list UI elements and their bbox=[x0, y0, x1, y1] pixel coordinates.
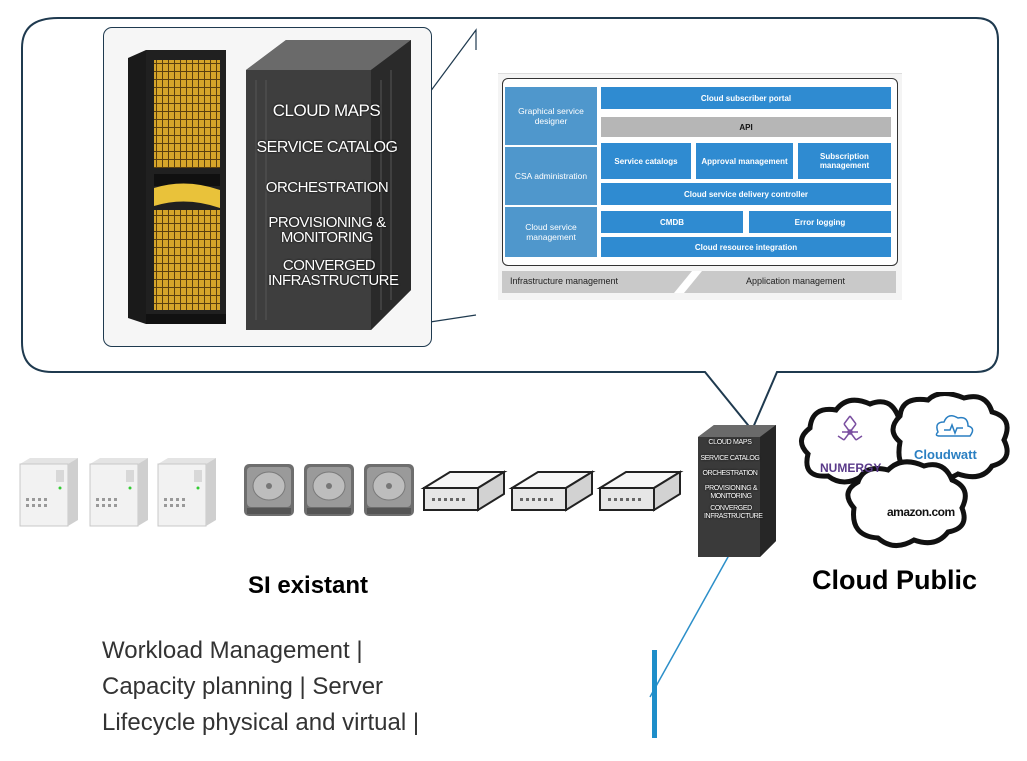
delivery-controller-bar: Cloud service delivery controller bbox=[601, 183, 891, 205]
mini-tower-layer-provisioning-monitoring: PROVISIONING & MONITORING bbox=[704, 485, 758, 500]
feature-text-block: Workload Management | Capacity planning … bbox=[102, 633, 419, 741]
stack-tower-image: CLOUD MAPS SERVICE CATALOG ORCHESTRATION… bbox=[246, 40, 411, 330]
cmdb-box: CMDB bbox=[601, 211, 743, 233]
server-icon bbox=[19, 458, 78, 527]
cloudwatt-logo: Cloudwatt bbox=[914, 447, 977, 462]
tower-layer-orchestration: ORCHESTRATION bbox=[265, 179, 389, 196]
mini-tower-layer-cloud-maps: CLOUD MAPS bbox=[708, 439, 752, 446]
api-bar: API bbox=[601, 117, 891, 137]
bubble-outline bbox=[21, 17, 999, 432]
si-existant-label: SI existant bbox=[248, 572, 369, 599]
left-col-cloud-service-management: Cloud service management bbox=[505, 207, 597, 257]
resource-integration-bar: Cloud resource integration bbox=[601, 237, 891, 257]
accent-bar bbox=[652, 650, 657, 738]
mini-tower-layer-orchestration: ORCHESTRATION bbox=[702, 470, 758, 477]
network-switch-icon bbox=[596, 470, 684, 512]
server-icon bbox=[89, 458, 148, 527]
network-switch-icon bbox=[420, 470, 508, 512]
cloud-public-label: Cloud Public bbox=[812, 565, 977, 595]
server-rack-image bbox=[128, 50, 226, 324]
network-switch-icon bbox=[508, 470, 596, 512]
feature-line: Lifecycle physical and virtual | bbox=[102, 709, 420, 736]
approval-management-box: Approval management bbox=[696, 143, 793, 179]
numergy-logo: NUMERGY bbox=[820, 461, 882, 475]
left-col-csa-administration: CSA administration bbox=[505, 147, 597, 205]
left-col-graphical-service-designer: Graphical service designer bbox=[505, 87, 597, 145]
cloud-subscriber-portal: Cloud subscriber portal bbox=[601, 87, 891, 109]
service-catalogs-box: Service catalogs bbox=[601, 143, 691, 179]
hard-disk-icon bbox=[364, 464, 414, 516]
architecture-panel: Graphical service designer CSA administr… bbox=[502, 78, 898, 266]
feature-line: Capacity planning | Server bbox=[102, 673, 384, 700]
hard-disk-icon bbox=[304, 464, 354, 516]
tower-layer-cloud-maps: CLOUD MAPS bbox=[272, 101, 381, 120]
amazon-logo: amazon.com bbox=[887, 505, 955, 519]
architecture-diagram: Graphical service designer CSA administr… bbox=[498, 73, 902, 300]
photo-callout-pointer bbox=[429, 28, 477, 323]
cloud-shape bbox=[845, 459, 968, 548]
subscription-management-box: Subscription management bbox=[798, 143, 891, 179]
feature-line: Workload Management | bbox=[102, 637, 363, 664]
management-bar: Infrastructure management Application ma… bbox=[502, 271, 896, 293]
infrastructure-management-label: Infrastructure management bbox=[510, 276, 619, 286]
tower-layer-provisioning-monitoring: PROVISIONING & MONITORING bbox=[268, 214, 386, 246]
numergy-logo-icon bbox=[837, 415, 863, 441]
error-logging-box: Error logging bbox=[749, 211, 891, 233]
mini-tower-layer-service-catalog: SERVICE CATALOG bbox=[700, 455, 760, 462]
hardware-photo-panel: CLOUD MAPS SERVICE CATALOG ORCHESTRATION… bbox=[103, 27, 432, 347]
public-cloud-cluster bbox=[799, 392, 1010, 548]
tower-layer-converged-infrastructure: CONVERGED INFRASTRUCTURE bbox=[268, 257, 399, 289]
tower-layer-service-catalog: SERVICE CATALOG bbox=[256, 139, 398, 156]
hard-disk-icon bbox=[244, 464, 294, 516]
application-management-label: Application management bbox=[746, 276, 846, 286]
cloudwatt-logo-icon bbox=[935, 415, 974, 437]
mini-stack-tower: CLOUD MAPS SERVICE CATALOG ORCHESTRATION… bbox=[698, 425, 776, 557]
connector-line bbox=[649, 547, 734, 698]
mini-tower-layer-converged-infrastructure: CONVERGED INFRASTRUCTURE bbox=[704, 505, 763, 520]
server-icon bbox=[157, 458, 216, 527]
